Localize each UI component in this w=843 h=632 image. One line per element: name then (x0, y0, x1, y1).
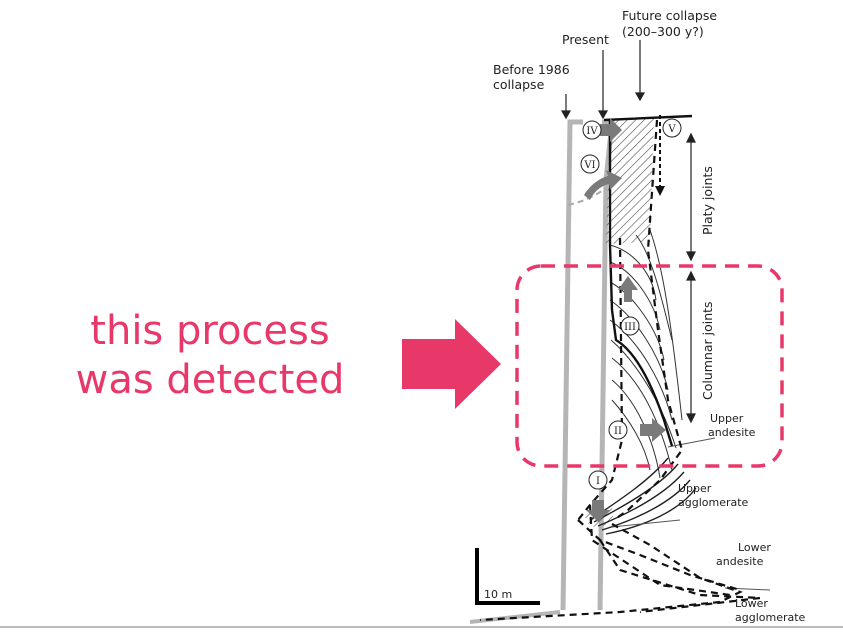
annotation-line-1: this process (90, 308, 330, 354)
columnar-joint-lines (609, 229, 683, 479)
columnar-joints-range (686, 270, 696, 424)
stage-marker-v: V (662, 118, 682, 138)
label-before-1: Before 1986 (493, 62, 570, 77)
stage-marker-ii: II (608, 420, 628, 440)
upper-andesite-line (667, 437, 716, 448)
stage-markers: IV V VI III II I (580, 118, 682, 490)
svg-text:III: III (624, 322, 636, 333)
label-before-2: collapse (493, 77, 545, 92)
present-profile-line (603, 114, 693, 447)
label-columnar-joints: Columnar joints (700, 301, 715, 400)
stage-marker-i: I (588, 470, 608, 490)
label-upper-andesite-1: Upper (710, 412, 744, 425)
stage-marker-iv: IV (582, 120, 602, 140)
label-lower-agglomerate-2: agglomerate (735, 611, 806, 624)
platy-joints-range (686, 132, 696, 262)
scale-bar (475, 548, 540, 605)
svg-text:V: V (667, 124, 676, 135)
svg-text:IV: IV (586, 126, 598, 137)
label-upper-andesite-2: andesite (708, 426, 756, 439)
label-pointer-arrows (560, 40, 646, 120)
stage-marker-iii: III (620, 316, 640, 336)
label-upper-agglomerate-1: Upper (678, 482, 712, 495)
label-future-2: (200–300 y?) (622, 24, 704, 39)
label-upper-agglomerate-2: agglomerate (678, 496, 749, 509)
highlight-box (515, 264, 784, 468)
label-lower-andesite-1: Lower (738, 541, 771, 554)
pink-arrow (402, 319, 501, 409)
stage-v-arrow (655, 115, 665, 196)
stage-marker-vi: VI (580, 154, 600, 174)
svg-text:VI: VI (583, 160, 595, 171)
svg-text:II: II (614, 426, 622, 437)
annotation-line-2: was detected (75, 357, 345, 403)
process-arrows (584, 118, 666, 522)
bottom-divider (0, 626, 843, 628)
label-lower-agglomerate-1: Lower (735, 597, 768, 610)
label-platy-joints: Platy joints (700, 166, 715, 235)
label-lower-andesite-2: andesite (716, 555, 764, 568)
label-present: Present (562, 32, 609, 47)
label-future-1: Future collapse (622, 8, 717, 23)
scale-bar-label: 10 m (484, 588, 512, 601)
hatched-block-upper (606, 118, 654, 244)
svg-text:I: I (596, 476, 600, 487)
upper-agglomerate-line (611, 519, 681, 528)
